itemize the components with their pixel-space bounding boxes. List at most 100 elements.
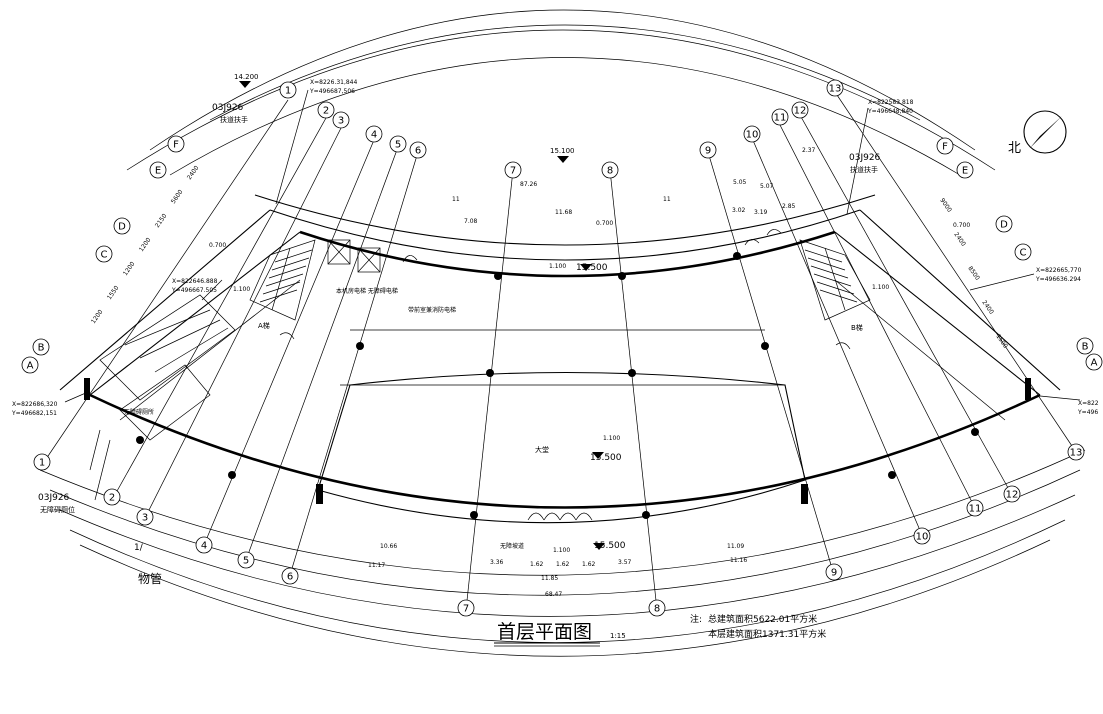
- svg-text:10: 10: [916, 532, 929, 543]
- axis-bubble-top-1: 1: [279, 81, 297, 99]
- axis-bubble-right-D: D: [995, 215, 1013, 233]
- svg-text:5: 5: [243, 556, 249, 567]
- elevation-top-center: 15.100: [550, 147, 575, 155]
- axis-bubble-bottom-10: 10: [913, 527, 931, 545]
- axis-bubble-top-10: 10: [743, 125, 761, 143]
- axis-bubble-bottom-6: 6: [281, 567, 299, 585]
- dim-bottom-sub-7: 1.62: [530, 561, 544, 568]
- level-mark-7: 1.100: [603, 435, 620, 442]
- column: [1025, 378, 1031, 400]
- svg-text:8: 8: [607, 166, 613, 177]
- axis-bubble-bottom-1: 1: [33, 453, 51, 471]
- svg-text:9: 9: [831, 568, 837, 579]
- svg-text:F: F: [942, 142, 948, 153]
- axis-bubble-left-D: D: [113, 217, 131, 235]
- column: [801, 484, 808, 504]
- column: [470, 511, 478, 519]
- coord-left-mid-x: X=822646.888: [172, 278, 218, 285]
- column: [84, 378, 90, 400]
- axis-bubble-top-6: 6: [409, 141, 427, 159]
- axis-bubble-bottom-11: 11: [966, 499, 984, 517]
- column: [228, 471, 236, 479]
- dim-bottom-sub-6: 3.36: [490, 559, 504, 566]
- column: [486, 369, 494, 377]
- ref-left-bottom-code: 03J926: [38, 493, 70, 503]
- coord-top-left-x: X=8226.31,844: [310, 79, 357, 86]
- doors: [279, 229, 851, 521]
- coord-left-mid-y: Y=496667.505: [171, 287, 217, 294]
- axis-bubble-bottom-2: 2: [103, 488, 121, 506]
- note-floor-area: 本层建筑面积1371.31平方米: [708, 628, 826, 640]
- dim-bottom-sub-1: 10.66: [380, 543, 397, 550]
- svg-text:11: 11: [969, 504, 982, 515]
- axis-bubble-left-F: F: [167, 135, 185, 153]
- axis-bubble-left-A: A: [21, 356, 39, 374]
- north-arrow: [1023, 110, 1067, 154]
- column: [136, 436, 144, 444]
- axis-bubble-bottom-3: 3: [136, 508, 154, 526]
- column: [628, 369, 636, 377]
- coord-left-low-x: X=822686,320: [12, 401, 58, 408]
- ref-right-top-label: 扶道扶手: [850, 165, 878, 174]
- svg-text:1: 1: [285, 86, 291, 97]
- dim-bottom-sub-10: 3.57: [618, 559, 632, 566]
- drawing-title: 首层平面图: [497, 621, 592, 643]
- room-toilet: 无障碍厕所: [124, 408, 154, 416]
- axis-bubble-bottom-7: 7: [457, 599, 475, 617]
- axis-bubble-top-5: 5: [389, 135, 407, 153]
- axis-bubble-top-2: 2: [317, 101, 335, 119]
- axis-bubble-bottom-9: 9: [825, 563, 843, 581]
- dim-top-sub-8: 3.19: [754, 209, 768, 216]
- svg-text:A: A: [1091, 358, 1098, 369]
- room-firefighter-elevator: 带前室兼消防电梯: [408, 306, 456, 314]
- building-walls: [59, 194, 1061, 509]
- axis-bubble-right-A: A: [1085, 353, 1103, 371]
- svg-text:12: 12: [1006, 490, 1019, 501]
- elevation-top-left: 14.200: [234, 73, 259, 81]
- svg-text:13: 13: [1070, 448, 1083, 459]
- level-mark-3: 0.700: [209, 242, 226, 249]
- level-mark-4: 1.100: [233, 286, 250, 293]
- level-mark-2: 1.100: [549, 263, 566, 270]
- dim-top-sub-2: 7.08: [464, 218, 478, 225]
- svg-text:4: 4: [371, 130, 377, 141]
- column: [618, 272, 626, 280]
- axis-bubble-bottom-5: 5: [237, 551, 255, 569]
- svg-text:E: E: [155, 166, 161, 177]
- axis-bubble-bottom-4: 4: [195, 536, 213, 554]
- svg-text:3: 3: [338, 116, 344, 127]
- dim-bottom-sub-8: 1.62: [556, 561, 570, 568]
- column: [971, 428, 979, 436]
- column: [761, 342, 769, 350]
- coord-right-mid-y: Y=496636.294: [1035, 276, 1081, 283]
- svg-text:7: 7: [510, 166, 516, 177]
- svg-text:3: 3: [142, 513, 148, 524]
- coord-right-mid-x: X=822665,770: [1036, 267, 1082, 274]
- axis-bubble-left-B: B: [32, 338, 50, 356]
- coord-top-right-x: X=822583.818: [868, 99, 914, 106]
- leader-lines: [64, 89, 1081, 501]
- dim-bottom-total: 68.47: [545, 591, 562, 598]
- axis-bubble-right-B: B: [1076, 337, 1094, 355]
- axis-bubble-top-11: 11: [771, 108, 789, 126]
- svg-text:8: 8: [654, 604, 660, 615]
- dim-top-sub-3: 11: [452, 196, 460, 203]
- lobby-outline: [317, 371, 806, 524]
- axis-bubble-top-13: 13: [826, 79, 844, 97]
- svg-text:11: 11: [774, 113, 787, 124]
- dim-top-sub-10: 2.37: [802, 147, 816, 154]
- column: [316, 484, 323, 504]
- axis-bubble-right-F: F: [936, 137, 954, 155]
- dim-bottom-sub-9: 1.62: [582, 561, 596, 568]
- note-label: 注:: [690, 613, 702, 625]
- svg-text:C: C: [101, 250, 108, 261]
- svg-text:9: 9: [705, 146, 711, 157]
- dim-bottom-sub-5: 11.16: [730, 557, 747, 564]
- elevators: [327, 239, 381, 273]
- dim-bottom-sub-4: 11.09: [727, 543, 744, 550]
- dim-top-sub-5: 5.05: [733, 179, 747, 186]
- axis-bubble-bottom-8: 8: [648, 599, 666, 617]
- svg-text:13: 13: [829, 84, 842, 95]
